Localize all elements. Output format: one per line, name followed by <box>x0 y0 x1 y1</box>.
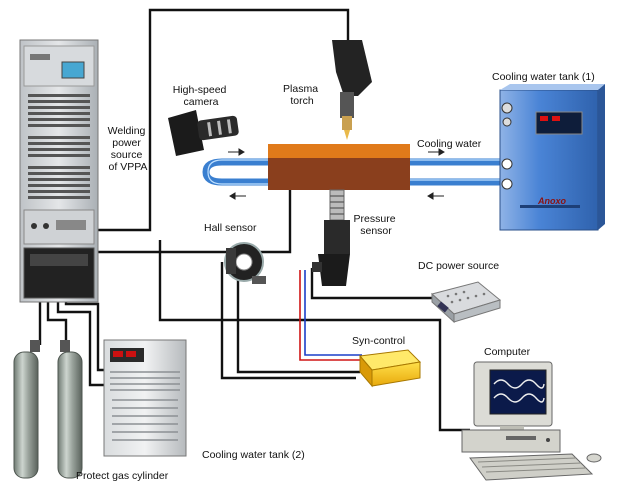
cooling-tank-1-label: Cooling water tank (1) <box>492 71 595 83</box>
wire-cabinet-to-computer <box>158 240 470 432</box>
wire-cabinet-to-torch <box>96 8 350 232</box>
gas-cylinder-icon <box>13 340 83 479</box>
wire-syn-to-dc <box>310 268 432 300</box>
syn-control-label: Syn-control <box>352 335 405 347</box>
plasma-torch-icon <box>332 40 372 140</box>
pressure-sensor-label: Pressure sensor <box>354 213 399 237</box>
hall-sensor-label: Hall sensor <box>204 222 257 234</box>
camera-label: High-speed camera <box>173 84 230 108</box>
tank1-logo: Anoxo <box>537 196 567 206</box>
cooling-tank-2-label: Cooling water tank (2) <box>202 449 305 461</box>
camera-icon <box>168 110 239 156</box>
wiring <box>38 8 470 432</box>
red-signal-wire <box>299 270 362 361</box>
dc-power-label: DC power source <box>418 260 499 272</box>
water-tank-icon <box>499 84 605 231</box>
syn-control-box <box>359 349 422 388</box>
hall-sensor-icon <box>224 242 266 284</box>
wire-cabinet-to-plate <box>96 188 292 254</box>
computer-icon <box>461 361 602 481</box>
workpiece-plate <box>268 144 410 190</box>
dc-power-supply-icon <box>430 281 502 324</box>
cooling-water-label: Cooling water <box>417 138 482 150</box>
computer-label: Computer <box>484 346 531 358</box>
blue-signal-wire <box>304 270 362 356</box>
water-pipe-loop <box>202 158 510 186</box>
wire-hall-to-syn <box>236 272 360 374</box>
welding-power-label: Welding power source of VPPA <box>108 125 149 173</box>
chiller-icon <box>103 339 187 457</box>
plasma-torch-label: Plasma torch <box>283 83 321 107</box>
wire-hall-left <box>220 262 356 380</box>
welding-cabinet-icon <box>19 39 99 303</box>
flow-arrows <box>228 148 445 200</box>
pressure-sensor-icon <box>312 189 350 286</box>
water-pipe-highlight <box>207 159 506 185</box>
gas-cylinder-label: Protect gas cylinder <box>76 470 169 482</box>
